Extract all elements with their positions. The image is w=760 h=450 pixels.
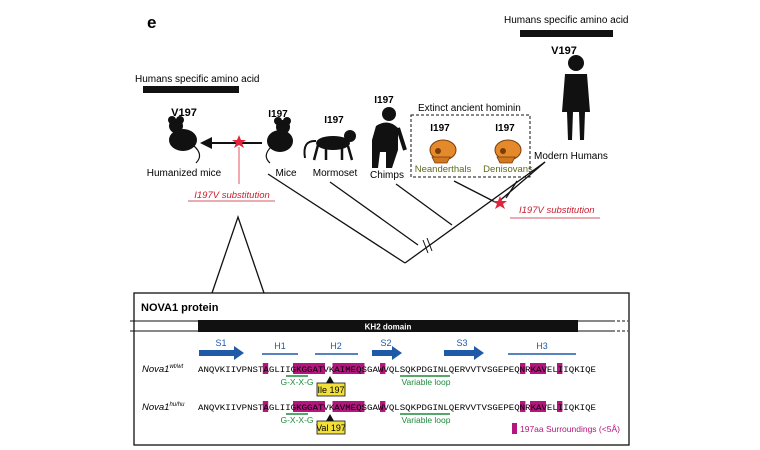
left-substitution-star-icon: [232, 135, 246, 148]
marmoset-label: Mormoset: [313, 168, 358, 179]
hu-highlights: [262, 401, 563, 412]
human-icon: [562, 55, 590, 140]
val-pointer-icon: [326, 414, 334, 421]
right-annotation-title: Humans specific amino acid: [504, 15, 629, 26]
wt-row-label: Nova1wt/wt: [142, 364, 183, 375]
strand-s2-arrow: [372, 346, 402, 360]
h2-label: H2: [330, 341, 342, 351]
mice-label: Mice: [275, 168, 297, 179]
left-substitution-label: I197V substitution: [194, 190, 270, 201]
chimp-residue: I197: [374, 95, 394, 106]
wt-sequence: ANQVKIIVPNSTAGLIIGKGGATVKAIMEQSGAWVQLSQK…: [198, 365, 596, 375]
s2-label: S2: [380, 338, 391, 348]
denisovans-label: Denisovans: [483, 164, 533, 175]
s3-label: S3: [456, 338, 467, 348]
variable-loop-label: Variable loop: [402, 377, 451, 387]
chimp-icon: [372, 107, 407, 168]
marmoset-icon: [303, 130, 356, 161]
mice-residue: I197: [268, 109, 288, 120]
gxxg-label: G-X-X-G: [280, 377, 313, 387]
strand-s3-arrow: [444, 346, 484, 360]
humanized-mouse-icon: [168, 116, 201, 164]
marmoset-residue: I197: [324, 115, 344, 126]
denisovan-residue: I197: [495, 123, 515, 134]
kh2-domain-label: KH2 domain: [365, 323, 412, 332]
zoom-wedge: [211, 214, 265, 294]
panel-letter: e: [147, 13, 156, 32]
extinct-hominin-label: Extinct ancient hominin: [418, 103, 521, 114]
ile-197-label: Ile 197: [317, 385, 344, 395]
ile-pointer-icon: [326, 376, 334, 383]
humanization-arrowhead: [200, 137, 212, 149]
left-annotation-title: Humans specific amino acid: [135, 74, 260, 85]
s1-label: S1: [215, 338, 226, 348]
modern-humans-label: Modern Humans: [534, 151, 608, 162]
secondary-structure: S1 H1 H2 S2 S3 H3: [199, 338, 576, 360]
humanized-mice-label: Humanized mice: [147, 168, 222, 179]
neanderthals-label: Neanderthals: [415, 164, 472, 175]
wt-highlights: [262, 363, 563, 374]
tree-break-mark-2: [426, 237, 433, 252]
right-substitution-star-icon: [493, 196, 507, 209]
variable-loop-label-2: Variable loop: [402, 415, 451, 425]
chimps-label: Chimps: [370, 170, 404, 181]
hu-row-label: Nova1hu/hu: [142, 402, 185, 413]
kh2-domain-bar: [198, 320, 578, 332]
strand-s1-arrow: [199, 346, 244, 360]
gxxg-label-2: G-X-X-G: [280, 415, 313, 425]
phylogenetic-tree: [267, 161, 546, 264]
h1-label: H1: [274, 341, 286, 351]
neanderthal-skull-icon: [429, 139, 457, 164]
ile-197-tag: [316, 382, 346, 397]
val-197-label: Val 197: [316, 423, 346, 433]
extinct-hominin-box: [410, 114, 531, 178]
hu-sequence: ANQVKIIVPNSTAGLIIGKGGATVKAVMEQSGAWVQLSQK…: [198, 403, 596, 413]
legend-swatch: [512, 423, 517, 434]
right-annotation-residue: V197: [551, 45, 577, 57]
humanized-residue: V197: [171, 107, 197, 119]
right-substitution-label: I197V substitution: [519, 205, 595, 216]
denisovan-skull-icon: [494, 139, 522, 164]
protein-title: NOVA1 protein: [141, 302, 219, 314]
val-197-tag: [316, 420, 346, 435]
right-annotation-bar: [520, 30, 613, 37]
mouse-icon: [265, 117, 293, 164]
h3-label: H3: [536, 341, 548, 351]
left-annotation-bar: [143, 86, 239, 93]
legend-label: 197aa Surroundings (<5Å): [520, 424, 620, 434]
tree-break-mark: [422, 239, 429, 254]
neanderthal-residue: I197: [430, 123, 450, 134]
